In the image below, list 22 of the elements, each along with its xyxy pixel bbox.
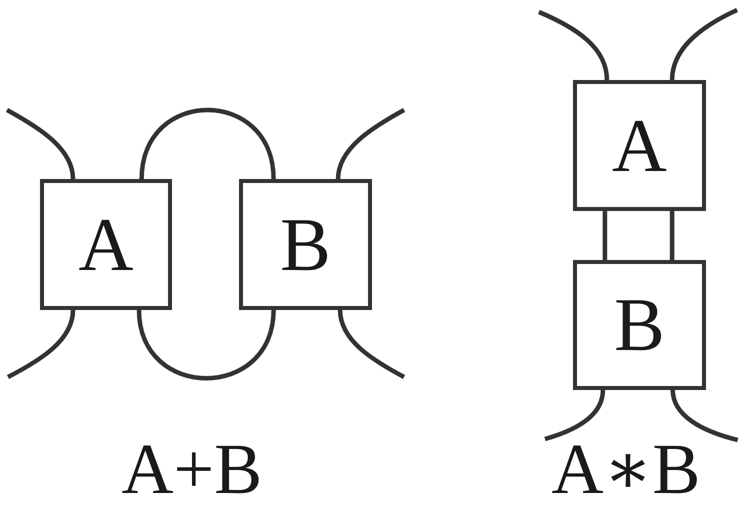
- connector-line: [670, 211, 674, 260]
- formula-label: A+B: [122, 441, 262, 498]
- open-line: [6, 108, 76, 180]
- formula-label: A∗B: [552, 441, 700, 498]
- open-line: [670, 390, 738, 442]
- arc-connector: [136, 310, 276, 380]
- connector-line: [602, 211, 608, 260]
- box-letter: A: [612, 108, 667, 184]
- arc-connector: [139, 108, 276, 180]
- open-line: [336, 108, 406, 180]
- open-line: [538, 10, 610, 80]
- box-letter: A: [78, 206, 134, 282]
- square-box: [573, 80, 706, 211]
- open-line: [6, 310, 76, 379]
- open-line: [338, 310, 406, 379]
- square-box: [40, 179, 172, 310]
- open-line: [544, 390, 606, 442]
- square-box: [239, 179, 372, 310]
- box-letter: B: [280, 206, 331, 282]
- box-letter: B: [614, 287, 665, 363]
- square-box: [573, 260, 706, 390]
- open-line: [670, 8, 738, 80]
